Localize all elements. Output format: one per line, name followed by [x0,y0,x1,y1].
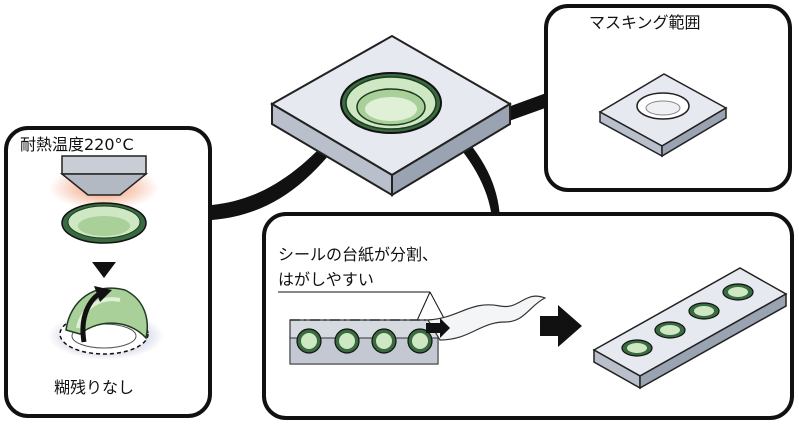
plate-ring [621,339,653,357]
backing-strip [426,295,547,341]
masked-plate [592,267,788,390]
plate-ring [688,302,720,320]
mask-label: マスキング範囲 [589,13,701,32]
seal-label-line1: シールの台紙が分割、 [278,245,438,264]
plate-ring [722,283,754,301]
heat-label: 耐熱温度220°C [20,135,134,154]
residue-label: 糊残りなし [54,378,134,397]
mask-panel: マスキング範囲 [544,4,792,192]
right-arrow-icon [540,305,582,347]
central-plate [270,34,512,197]
pull-arrow-icon [426,318,450,338]
sticker-ring [296,328,322,354]
peeling-ring-icon [59,286,149,355]
down-arrow-icon [92,262,116,278]
seal-label-line2: はがしやすい [278,270,374,289]
mask-plate [598,73,728,158]
heat-panel: 耐熱温度220°C 糊残りなし [4,126,212,418]
heater-icon [59,155,149,196]
sticker-ring [371,328,397,354]
plate-ring [654,321,686,339]
sticker-ring [407,328,433,354]
seal-panel: シールの台紙が分割、 はがしやすい [262,212,794,420]
sticker-ring [334,328,360,354]
heated-ring [61,202,147,244]
seal-sheet [289,295,547,365]
